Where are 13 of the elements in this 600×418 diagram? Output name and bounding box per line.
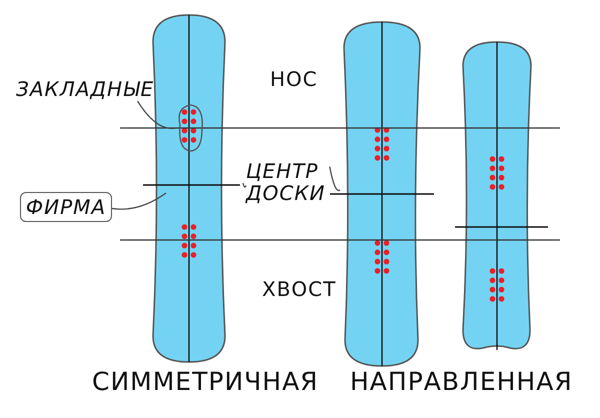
leader-line (112, 192, 166, 210)
zone-label: ХВОСТ (262, 278, 336, 300)
board-type-label: НАПРАВЛЕННАЯ (350, 368, 573, 396)
label-box (20, 192, 112, 222)
leader-line (137, 100, 176, 129)
zone-label: НОС (270, 68, 318, 90)
board-type-label: СИММЕТРИЧНАЯ (92, 368, 319, 396)
callout-text: ЦЕНТР ДОСКИ (246, 160, 326, 204)
leader-line (329, 166, 340, 192)
insert-outline (178, 104, 203, 152)
leader-line (242, 182, 247, 188)
callout-text: ФИРМА (26, 196, 106, 218)
callout-text: ЗАКЛАДНЫЕ (16, 78, 154, 100)
